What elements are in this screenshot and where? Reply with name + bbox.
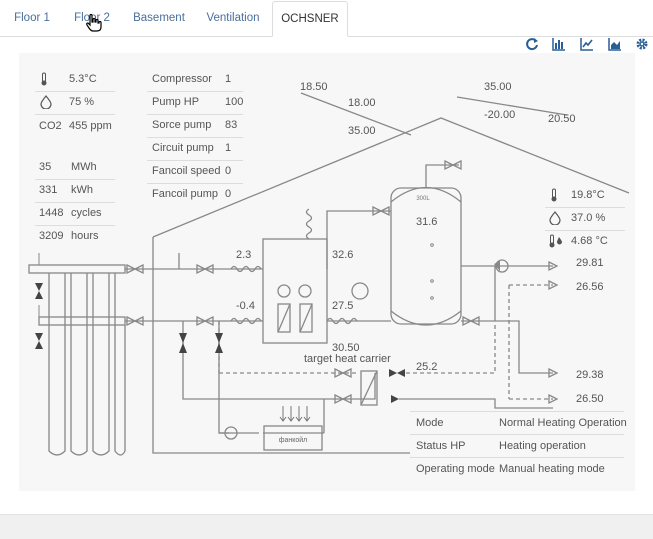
hp-mid-temp: -0.4: [236, 300, 255, 312]
bar-chart-icon[interactable]: [552, 37, 566, 51]
pump-value-1: 1: [225, 73, 232, 85]
carrier-value: 30.50: [332, 342, 360, 354]
roof-left-top: 18.50: [300, 81, 328, 93]
line-chart-icon[interactable]: [580, 37, 594, 51]
indoor-dew-point: 4.68 °C: [571, 235, 608, 247]
heating-diagram-panel: 300L фанкойл 5.3°C 75 % CO2 455 ppm 35 M…: [19, 53, 635, 491]
status-table: Mode Normal Heating Operation Status HP …: [410, 411, 627, 481]
separator-temp: 27.5: [332, 300, 354, 312]
pump-label-1: Compressor: [152, 73, 212, 85]
pump-value-5: 0: [225, 165, 232, 177]
status-label-mode: Mode: [416, 417, 444, 429]
roof-right-top: 35.00: [484, 81, 512, 93]
fancoil-label: фанкойл: [279, 436, 308, 444]
energy-value-1: 35: [39, 161, 52, 173]
thermometer-icon: [41, 72, 47, 86]
indoor-temperature: 19.8°C: [571, 189, 605, 201]
status-label-operating-mode: Operating mode: [416, 463, 495, 475]
heat-exchanger-temp: 25.2: [416, 361, 438, 373]
energy-unit-3: cycles: [71, 207, 102, 219]
pump-value-4: 1: [225, 142, 232, 154]
indoor-thermometer-icon: [551, 188, 557, 202]
refresh-icon[interactable]: [525, 37, 539, 51]
hand-cursor-icon: [86, 13, 102, 32]
gear-icon[interactable]: [635, 37, 649, 51]
status-label-hp: Status HP: [416, 440, 466, 452]
hp-top-temp: 2.3: [236, 249, 252, 261]
energy-value-3: 1448: [39, 207, 64, 219]
status-value-hp: Heating operation: [499, 440, 586, 452]
pump-value-3: 83: [225, 119, 238, 131]
pump-value-6: 0: [225, 188, 232, 200]
pump-label-5: Fancoil speed: [152, 165, 221, 177]
tab-basement[interactable]: Basement: [133, 12, 185, 24]
tank-temp: 31.6: [416, 216, 438, 228]
humidity-icon: [40, 95, 52, 109]
energy-value-4: 3209: [39, 230, 64, 242]
roof-left-mid: 18.00: [348, 97, 376, 109]
footer-bar: [0, 514, 653, 539]
outlet-2-temp: 26.56: [576, 281, 604, 293]
roof-right-bottom: 20.50: [548, 113, 576, 125]
pump-label-6: Fancoil pump: [152, 188, 219, 200]
indoor-humidity: 37.0 %: [571, 212, 606, 224]
tab-ventilation[interactable]: Ventilation: [206, 12, 260, 24]
area-chart-icon[interactable]: [608, 37, 622, 51]
carrier-label: target heat carrier: [304, 353, 391, 365]
pump-label-3: Sorce pump: [152, 119, 212, 131]
outlet-1-temp: 29.81: [576, 257, 604, 269]
toolbar: [525, 37, 648, 51]
co2-label: CO2: [39, 120, 62, 132]
pump-value-2: 100: [225, 96, 244, 108]
energy-value-2: 331: [39, 184, 58, 196]
energy-unit-2: kWh: [71, 184, 93, 196]
pump-label-2: Pump HP: [152, 96, 200, 108]
outlet-4-temp: 26.50: [576, 393, 604, 405]
outdoor-humidity: 75 %: [69, 96, 95, 108]
energy-unit-1: MWh: [71, 161, 97, 173]
tab-floor-1[interactable]: Floor 1: [14, 12, 50, 24]
roof-left-bottom: 35.00: [348, 125, 376, 137]
coil-temp: 32.6: [332, 249, 354, 261]
energy-unit-4: hours: [71, 230, 99, 242]
dew-point-icon: [549, 234, 562, 248]
outdoor-temperature: 5.3°C: [69, 73, 97, 85]
tank-volume: 300L: [416, 196, 430, 202]
pump-label-4: Circuit pump: [152, 142, 214, 154]
roof-right-mid: -20.00: [484, 109, 516, 121]
tab-bar: Floor 1 Floor 2 Basement Ventilation OCH…: [0, 0, 653, 37]
heating-schematic: 300L фанкойл: [28, 92, 630, 456]
status-value-operating-mode: Manual heating mode: [499, 463, 605, 475]
status-value-mode: Normal Heating Operation: [499, 417, 627, 429]
outlet-3-temp: 29.38: [576, 369, 604, 381]
co2-value: 455 ppm: [69, 120, 112, 132]
tab-ochsner[interactable]: OCHSNER: [272, 1, 348, 37]
indoor-humidity-icon: [549, 211, 561, 225]
